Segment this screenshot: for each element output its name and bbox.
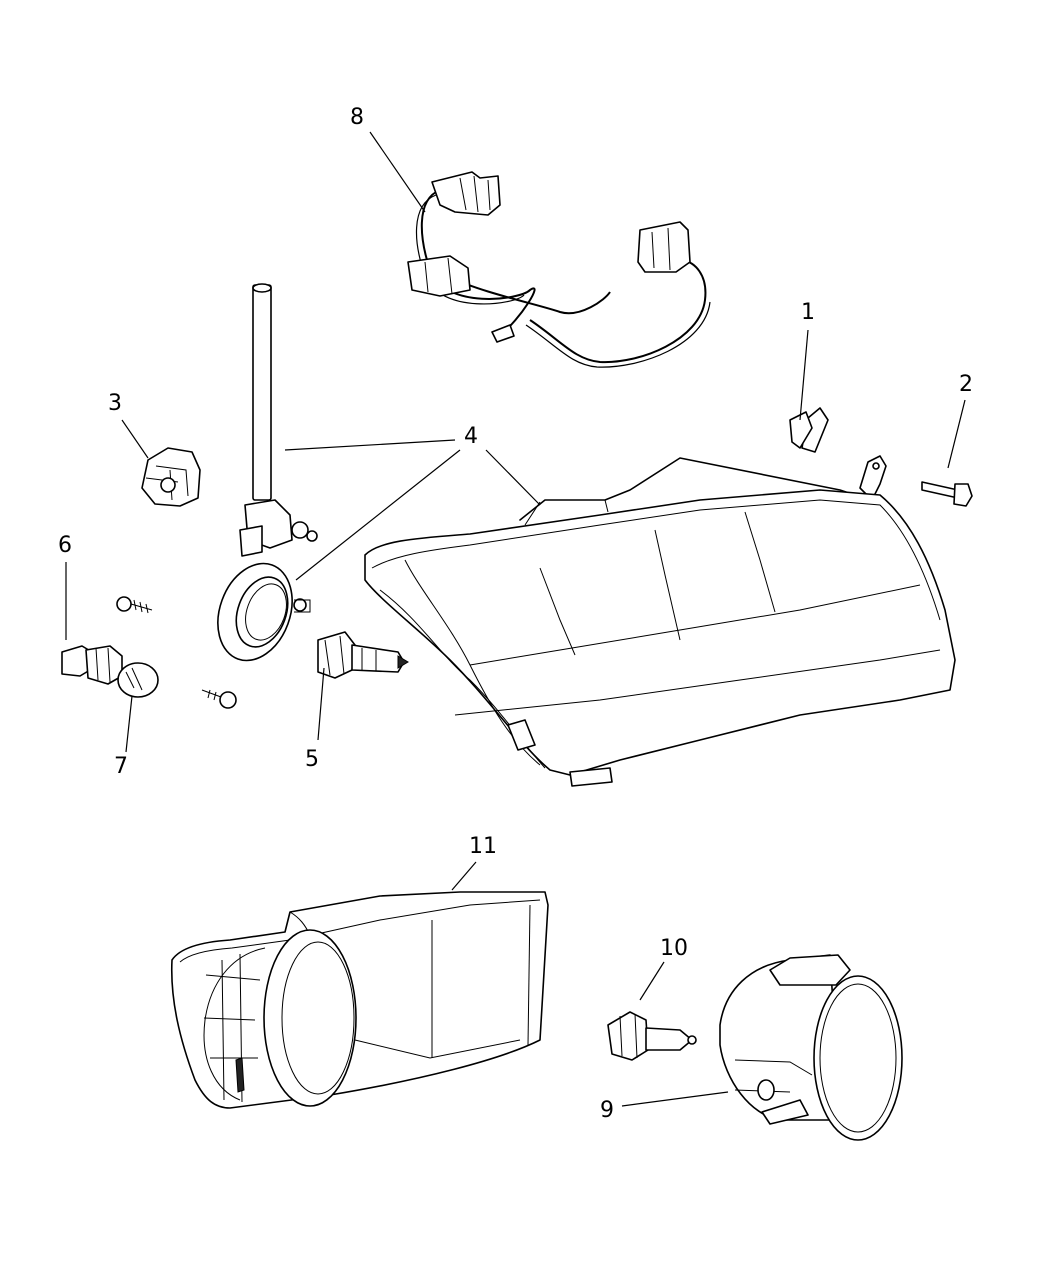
fog-lamp	[719, 954, 903, 1141]
headlamp-bulb	[317, 631, 409, 679]
headlamp-assembly	[364, 455, 956, 787]
callout-6: 6	[58, 533, 72, 558]
retaining-clip	[789, 407, 829, 453]
bulb-socket	[141, 447, 201, 507]
callout-1: 1	[801, 300, 815, 325]
bulb-seal	[217, 562, 311, 662]
wiring-harness	[407, 171, 711, 368]
fog-lamp-bezel	[170, 891, 549, 1109]
callout-3: 3	[108, 391, 122, 416]
callout-5: 5	[305, 747, 319, 772]
marker-bulb	[117, 662, 159, 698]
callout-8: 8	[350, 105, 364, 130]
callout-4: 4	[464, 424, 478, 449]
callout-9: 9	[600, 1098, 614, 1123]
fog-bulb	[607, 1011, 697, 1061]
screw-b	[201, 689, 237, 709]
mounting-bolt	[921, 481, 973, 507]
screw-a	[116, 596, 153, 614]
callout-2: 2	[959, 372, 973, 397]
callout-7: 7	[114, 754, 128, 779]
callout-10: 10	[660, 936, 688, 961]
leader-lines	[65, 131, 966, 1107]
adjuster-rod	[239, 283, 318, 557]
callout-11: 11	[469, 834, 497, 859]
marker-socket	[61, 645, 123, 685]
